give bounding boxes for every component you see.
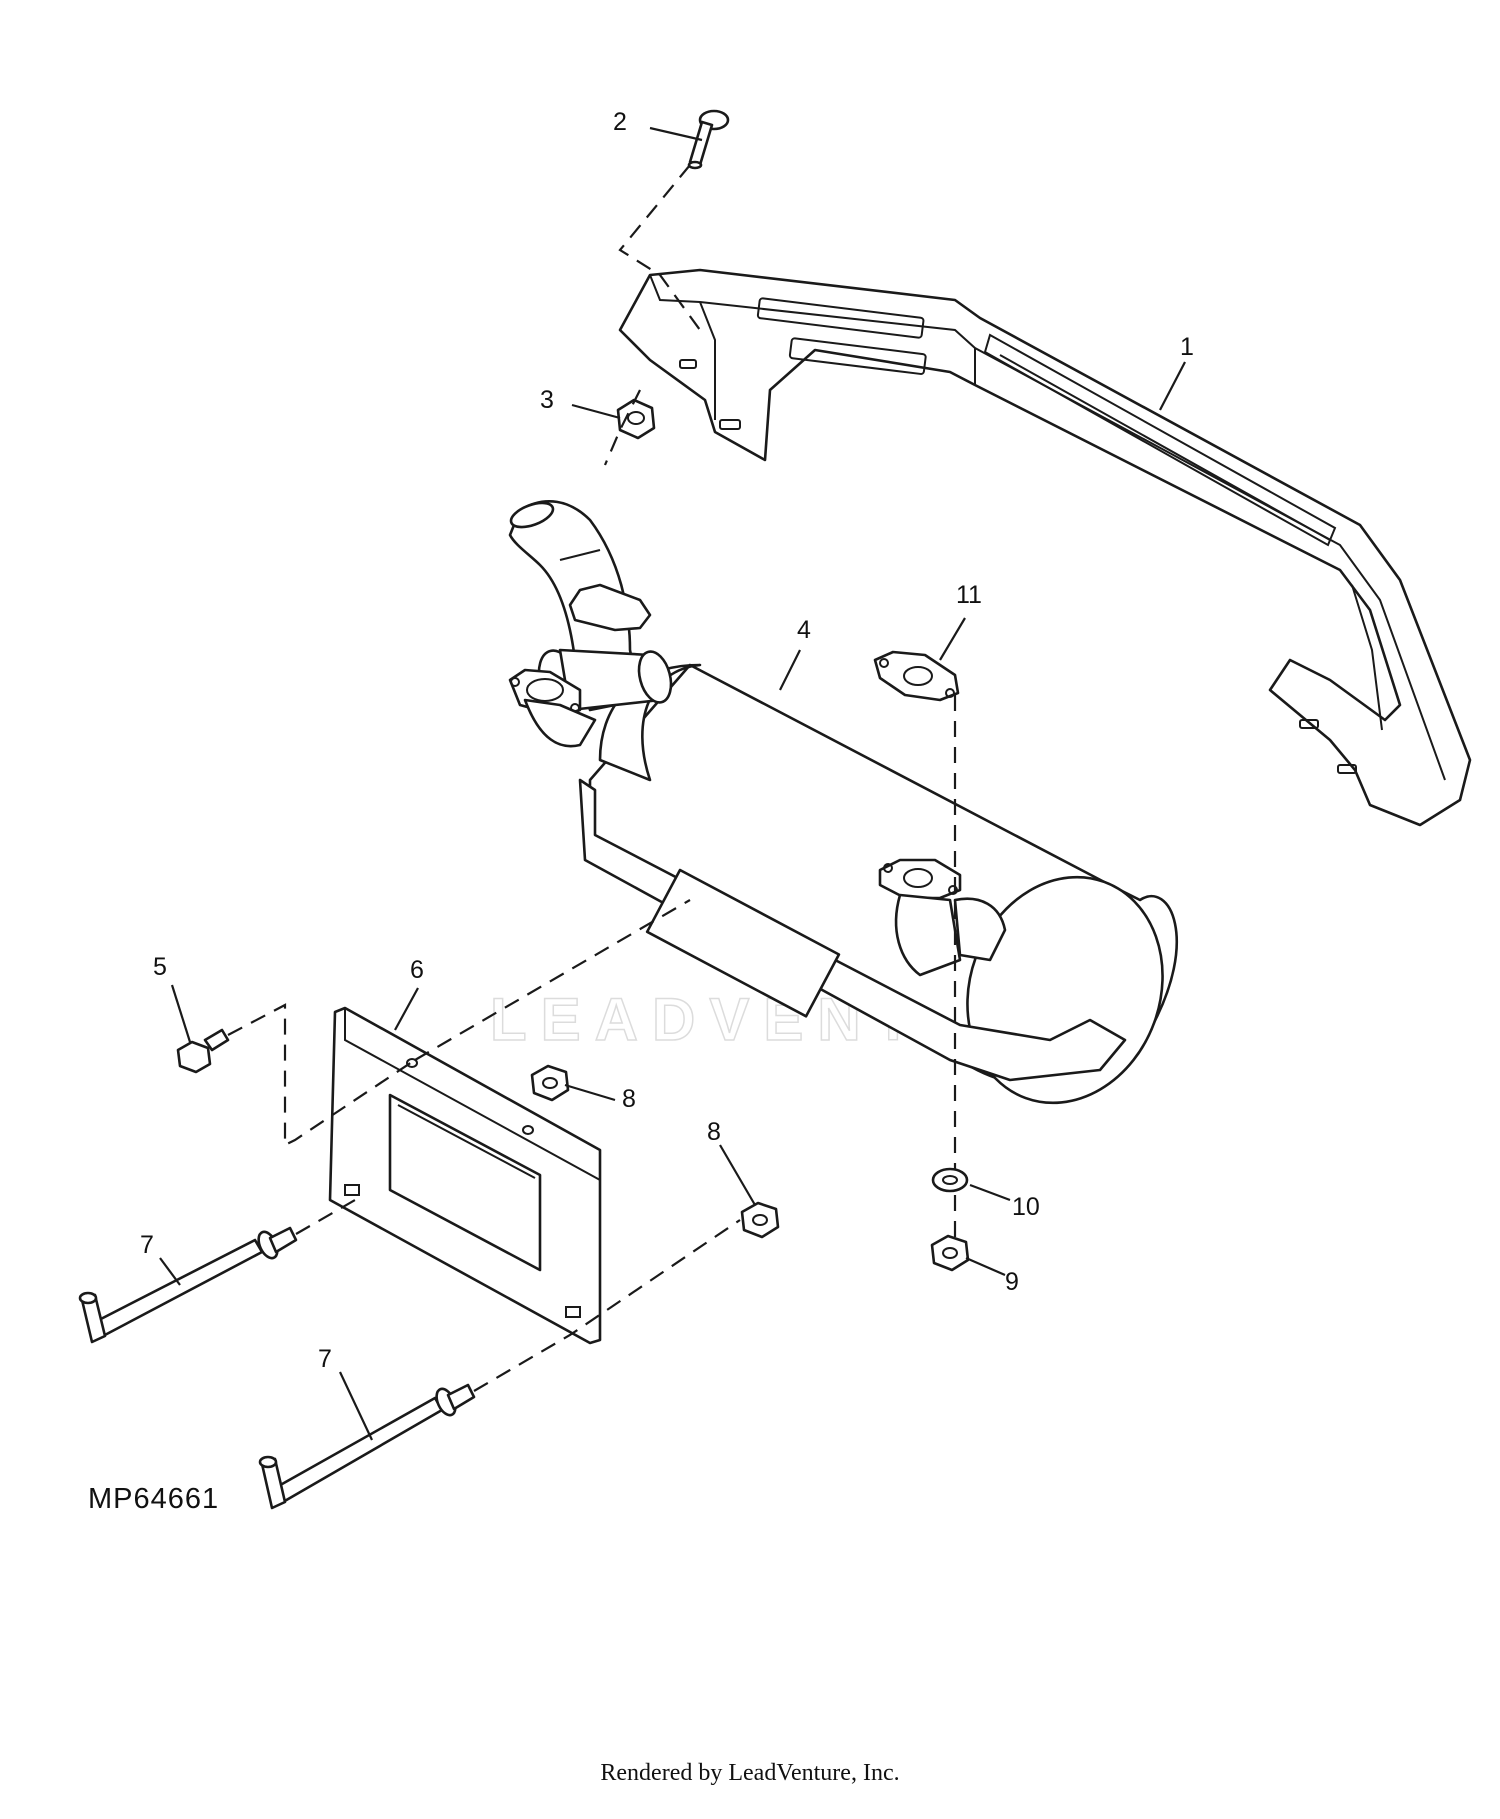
callout-6[interactable]: 6 [410, 956, 424, 984]
callout-7-lower[interactable]: 7 [318, 1345, 332, 1373]
callout-8-lower[interactable]: 8 [707, 1118, 721, 1146]
callout-leaders [159, 126, 1186, 1441]
part-8-nut-lower[interactable] [740, 1201, 780, 1239]
drawing-number: MP64661 [88, 1483, 219, 1515]
part-8-nut-upper[interactable] [530, 1064, 570, 1102]
callout-8-upper[interactable]: 8 [622, 1085, 636, 1113]
part-7-pin-lower[interactable] [258, 1383, 476, 1510]
part-7-pin-upper[interactable] [78, 1226, 298, 1344]
callout-labels: 2 3 1 4 11 5 6 8 8 10 9 7 7 [140, 108, 1194, 1373]
part-9-nut[interactable] [930, 1234, 970, 1272]
part-10-washer[interactable] [931, 1167, 969, 1193]
callout-5[interactable]: 5 [153, 953, 167, 981]
part-2-bolt[interactable] [687, 109, 730, 170]
callout-4[interactable]: 4 [797, 616, 811, 644]
part-6-mounting-plate[interactable] [328, 1006, 602, 1345]
part-5-bolt[interactable] [176, 1028, 230, 1074]
callout-11[interactable]: 11 [956, 581, 982, 609]
callout-10[interactable]: 10 [1012, 1193, 1040, 1221]
callout-9[interactable]: 9 [1005, 1268, 1019, 1296]
callout-3[interactable]: 3 [540, 386, 554, 414]
callout-1[interactable]: 1 [1180, 333, 1194, 361]
part-1-heat-shield[interactable] [618, 268, 1472, 827]
footer-credit: Rendered by LeadVenture, Inc. [600, 1760, 900, 1786]
part-4-muffler[interactable] [508, 498, 1194, 1130]
callout-7-upper[interactable]: 7 [140, 1231, 154, 1259]
callout-2[interactable]: 2 [613, 108, 627, 136]
part-11-gasket[interactable] [873, 650, 960, 702]
part-3-nut[interactable] [616, 398, 656, 440]
assembly-lines [227, 164, 957, 1392]
